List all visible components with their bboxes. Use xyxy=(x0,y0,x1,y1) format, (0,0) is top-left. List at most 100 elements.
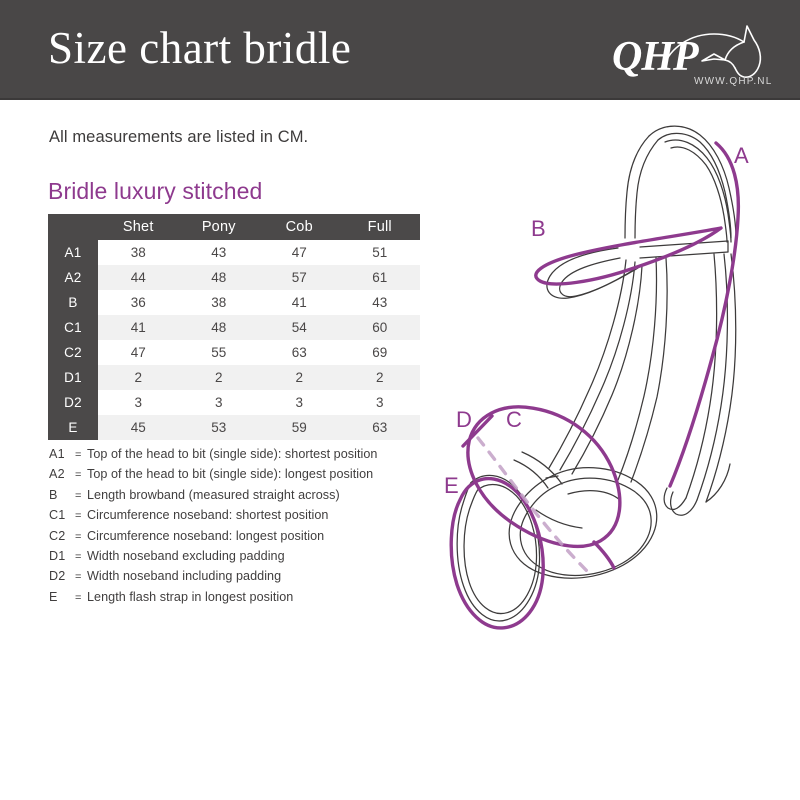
row-label-a2: A2 xyxy=(48,265,98,290)
legend-key: B xyxy=(49,487,58,502)
row-label-c1: C1 xyxy=(48,315,98,340)
legend-equals: = xyxy=(75,449,82,461)
cell-d2-full: 3 xyxy=(339,390,420,415)
cell-c1-pony: 48 xyxy=(178,315,259,340)
cell-d1-pony: 2 xyxy=(178,365,259,390)
cell-b-cob: 41 xyxy=(259,290,340,315)
legend-key: C2 xyxy=(49,528,66,543)
cell-b-pony: 38 xyxy=(178,290,259,315)
legend-equals: = xyxy=(75,489,82,502)
cell-c1-cob: 54 xyxy=(259,315,340,340)
cell-a2-pony: 48 xyxy=(178,265,259,290)
row-label-c2: C2 xyxy=(48,340,98,365)
cell-a1-shet: 38 xyxy=(98,240,179,265)
table-row: B 36 38 41 43 xyxy=(48,290,420,315)
table-row: A1 38 43 47 51 xyxy=(48,240,420,265)
bridle-diagram: A B D C E xyxy=(418,108,800,708)
table-row: C2 47 55 63 69 xyxy=(48,340,420,365)
page-title: Size chart bridle xyxy=(48,23,352,73)
size-table-container: Shet Pony Cob Full A1 38 43 47 51 A2 44 xyxy=(48,214,420,440)
measurement-units-note: All measurements are listed in CM. xyxy=(49,128,309,146)
legend-key: E xyxy=(49,589,58,604)
table-row: D1 2 2 2 2 xyxy=(48,365,420,390)
cell-e-pony: 53 xyxy=(178,415,259,440)
legend-item-c1: C1 = Circumference noseband: shortest po… xyxy=(49,508,449,528)
legend-equals: = xyxy=(75,591,82,604)
legend-equals: = xyxy=(75,550,82,563)
legend-item-a2: A2 = Top of the head to bit (single side… xyxy=(49,467,449,487)
cell-d2-shet: 3 xyxy=(98,390,179,415)
cell-a1-full: 51 xyxy=(339,240,420,265)
column-header-pony: Pony xyxy=(178,214,259,240)
cell-c2-cob: 63 xyxy=(259,340,340,365)
measure-line-d xyxy=(461,414,494,448)
section-title: Bridle luxury stitched xyxy=(48,178,263,204)
cell-d1-full: 2 xyxy=(339,365,420,390)
legend-text: Circumference noseband: longest position xyxy=(87,528,325,543)
cell-d2-cob: 3 xyxy=(259,390,340,415)
table-row: C1 41 48 54 60 xyxy=(48,315,420,340)
table-corner-cell xyxy=(48,214,98,240)
row-label-e: E xyxy=(48,415,98,440)
cell-a1-cob: 47 xyxy=(259,240,340,265)
measure-line-c xyxy=(466,405,622,549)
legend-item-e: E = Length flash strap in longest positi… xyxy=(49,590,449,610)
legend-item-a1: A1 = Top of the head to bit (single side… xyxy=(49,447,449,467)
diagram-label-c: C xyxy=(506,407,522,432)
legend-item-b: B = Length browband (measured straight a… xyxy=(49,488,449,508)
table-row: D2 3 3 3 3 xyxy=(48,390,420,415)
legend-key: A2 xyxy=(49,467,65,482)
legend-key: D1 xyxy=(49,548,66,563)
cell-c2-full: 69 xyxy=(339,340,420,365)
cell-e-cob: 59 xyxy=(259,415,340,440)
cell-d1-cob: 2 xyxy=(259,365,340,390)
legend-text: Top of the head to bit (single side): sh… xyxy=(87,447,378,461)
legend-text: Width noseband excluding padding xyxy=(87,548,285,563)
cell-a1-pony: 43 xyxy=(178,240,259,265)
cell-b-shet: 36 xyxy=(98,290,179,315)
cell-a2-full: 61 xyxy=(339,265,420,290)
cell-c2-pony: 55 xyxy=(178,340,259,365)
cell-c2-shet: 47 xyxy=(98,340,179,365)
legend-equals: = xyxy=(75,469,82,482)
row-label-a1: A1 xyxy=(48,240,98,265)
row-label-d2: D2 xyxy=(48,390,98,415)
page-header: Size chart bridle QHP WWW.QHP.NL xyxy=(0,0,800,100)
cell-c1-shet: 41 xyxy=(98,315,179,340)
legend-equals: = xyxy=(75,571,82,584)
measure-leader-c xyxy=(592,540,616,570)
legend-equals: = xyxy=(75,510,82,523)
table-row: E 45 53 59 63 xyxy=(48,415,420,440)
column-header-shet: Shet xyxy=(98,214,179,240)
diagram-label-d: D xyxy=(456,407,472,432)
diagram-label-a: A xyxy=(734,143,749,168)
legend-equals: = xyxy=(75,530,82,543)
legend-text: Top of the head to bit (single side): lo… xyxy=(87,467,374,482)
cell-a2-cob: 57 xyxy=(259,265,340,290)
bridle-outline xyxy=(456,125,737,622)
table-row: A2 44 48 57 61 xyxy=(48,265,420,290)
horse-head-icon xyxy=(663,25,762,78)
legend-key: D2 xyxy=(49,569,66,584)
table-head: Shet Pony Cob Full xyxy=(48,214,420,240)
legend-text: Length flash strap in longest position xyxy=(87,589,294,604)
legend-item-c2: C2 = Circumference noseband: longest pos… xyxy=(49,529,449,549)
legend-key: A1 xyxy=(49,447,65,461)
legend-text: Circumference noseband: shortest positio… xyxy=(87,508,329,523)
legend-list: A1 = Top of the head to bit (single side… xyxy=(49,447,449,610)
cell-b-full: 43 xyxy=(339,290,420,315)
measure-line-a xyxy=(668,141,741,488)
size-table: Shet Pony Cob Full A1 38 43 47 51 A2 44 xyxy=(48,214,420,440)
logo-url: WWW.QHP.NL xyxy=(694,76,772,87)
cell-a2-shet: 44 xyxy=(98,265,179,290)
cell-e-shet: 45 xyxy=(98,415,179,440)
measure-line-b xyxy=(534,226,723,286)
cell-d1-shet: 2 xyxy=(98,365,179,390)
legend-item-d1: D1 = Width noseband excluding padding xyxy=(49,549,449,569)
legend-key: C1 xyxy=(49,508,66,523)
legend-text: Length browband (measured straight acros… xyxy=(87,487,340,502)
measure-guide-dashed xyxy=(476,436,592,576)
table-body: A1 38 43 47 51 A2 44 48 57 61 B 36 38 xyxy=(48,240,420,440)
table-header-row: Shet Pony Cob Full xyxy=(48,214,420,240)
